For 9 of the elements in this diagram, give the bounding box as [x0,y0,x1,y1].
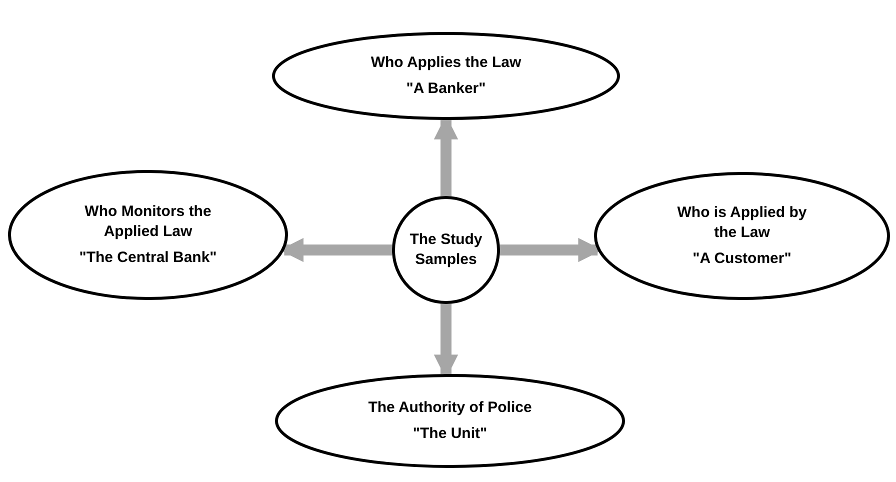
node-title: Who Monitors the Applied Law [84,202,212,242]
node-title: Who is Applied by the Law [676,202,808,243]
node-subtitle: "The Central Bank" [79,248,217,268]
node-subtitle: "A Banker" [406,79,486,99]
node-subtitle: "The Unit" [412,424,488,444]
node-title: The Study Samples [408,230,484,270]
node-title: The Authority of Police [368,398,532,418]
node-title: Who Applies the Law [370,52,522,73]
node-subtitle: "A Customer" [692,249,792,270]
